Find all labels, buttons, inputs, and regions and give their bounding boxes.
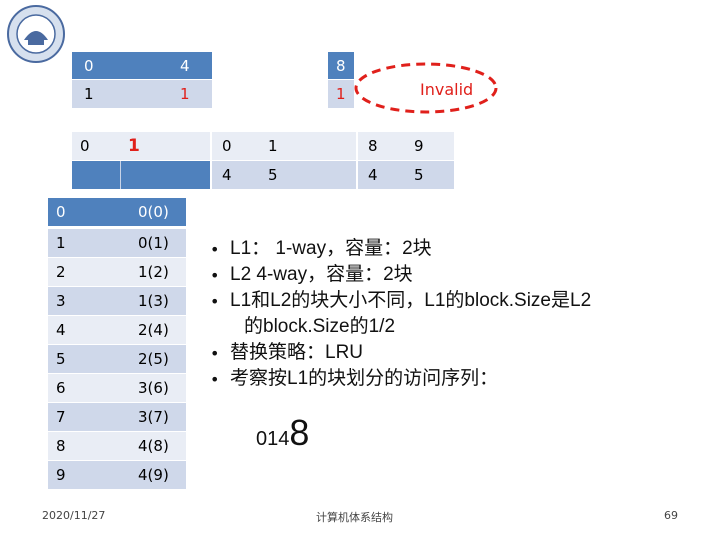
sequence-current: 8 <box>289 412 310 453</box>
bullet-dot: • <box>210 344 220 363</box>
bullet-dot: • <box>210 266 220 285</box>
memory-row-block: 4(9) <box>106 461 186 489</box>
header-row2-cell-0: 1 <box>72 80 168 108</box>
l2-cell-r1-c2: 4 <box>358 161 404 189</box>
memory-row-block: 0(1) <box>106 229 186 257</box>
header-row2-cell-1: 1 <box>168 80 212 108</box>
memory-row-index: 7 <box>48 403 106 431</box>
sequence-prefix: 014 <box>256 428 290 450</box>
l2-cell-r1-c1: 5 <box>258 161 356 189</box>
footer-page-number: 69 <box>664 509 678 522</box>
l1-block-label: 0 <box>72 132 120 160</box>
bullet-replacement: 替换策略：LRU <box>230 342 364 363</box>
invalid-highlight-ellipse <box>354 62 498 114</box>
bullet-dot: • <box>210 240 220 259</box>
memory-row-block: 3(7) <box>106 403 186 431</box>
memory-row-index: 6 <box>48 374 106 402</box>
l2-cell-r0-c3: 9 <box>404 132 454 160</box>
memory-row-block: 3(6) <box>106 374 186 402</box>
header-cell-8: 8 <box>328 52 354 79</box>
l1-block-value: 1 <box>120 132 210 160</box>
memory-row-block: 2(5) <box>106 345 186 373</box>
memory-row-block: 1(3) <box>106 287 186 315</box>
memory-row-index: 1 <box>48 229 106 257</box>
memory-row-index: 5 <box>48 345 106 373</box>
university-logo <box>6 4 66 64</box>
header-cell-4: 4 <box>168 52 212 79</box>
footer-title: 计算机体系结构 <box>316 511 393 524</box>
bullet-access-sequence: 考察按L1的块划分的访问序列： <box>230 368 499 389</box>
memory-row-block: 2(4) <box>106 316 186 344</box>
memory-row-index: 8 <box>48 432 106 460</box>
l1-block-empty-row <box>72 161 210 189</box>
memory-row-block: 4(8) <box>106 432 186 460</box>
header-cell-0: 0 <box>72 52 168 79</box>
l2-cell-r1-c3: 5 <box>404 161 454 189</box>
memory-row-index: 0 <box>48 198 106 226</box>
l2-cell-r1-c0: 4 <box>212 161 258 189</box>
bullet-l1-capacity: L1： 1-way，容量：2块 <box>230 238 432 259</box>
bullet-dot: • <box>210 370 220 389</box>
memory-row-index: 9 <box>48 461 106 489</box>
l2-cell-r0-c1: 1 <box>258 132 356 160</box>
bullet-block-size-cont: 的block.Size的1/2 <box>244 316 396 337</box>
invalid-label: Invalid <box>420 80 474 99</box>
bullet-dot: • <box>210 292 220 311</box>
bullet-l2-capacity: L2 4-way，容量：2块 <box>230 264 413 285</box>
l1-divider <box>120 161 121 189</box>
memory-row-block: 0(0) <box>106 198 186 226</box>
memory-row-block: 1(2) <box>106 258 186 286</box>
access-sequence: 0148 <box>256 412 309 454</box>
bullet-block-size: L1和L2的块大小不同，L1的block.Size是L2 <box>230 290 592 311</box>
memory-row-index: 4 <box>48 316 106 344</box>
memory-row-index: 3 <box>48 287 106 315</box>
l2-cell-r0-c0: 0 <box>212 132 258 160</box>
footer-date: 2020/11/27 <box>42 509 106 522</box>
header-row2-cell-2: 1 <box>328 80 354 108</box>
l2-cell-r0-c2: 8 <box>358 132 404 160</box>
memory-row-index: 2 <box>48 258 106 286</box>
